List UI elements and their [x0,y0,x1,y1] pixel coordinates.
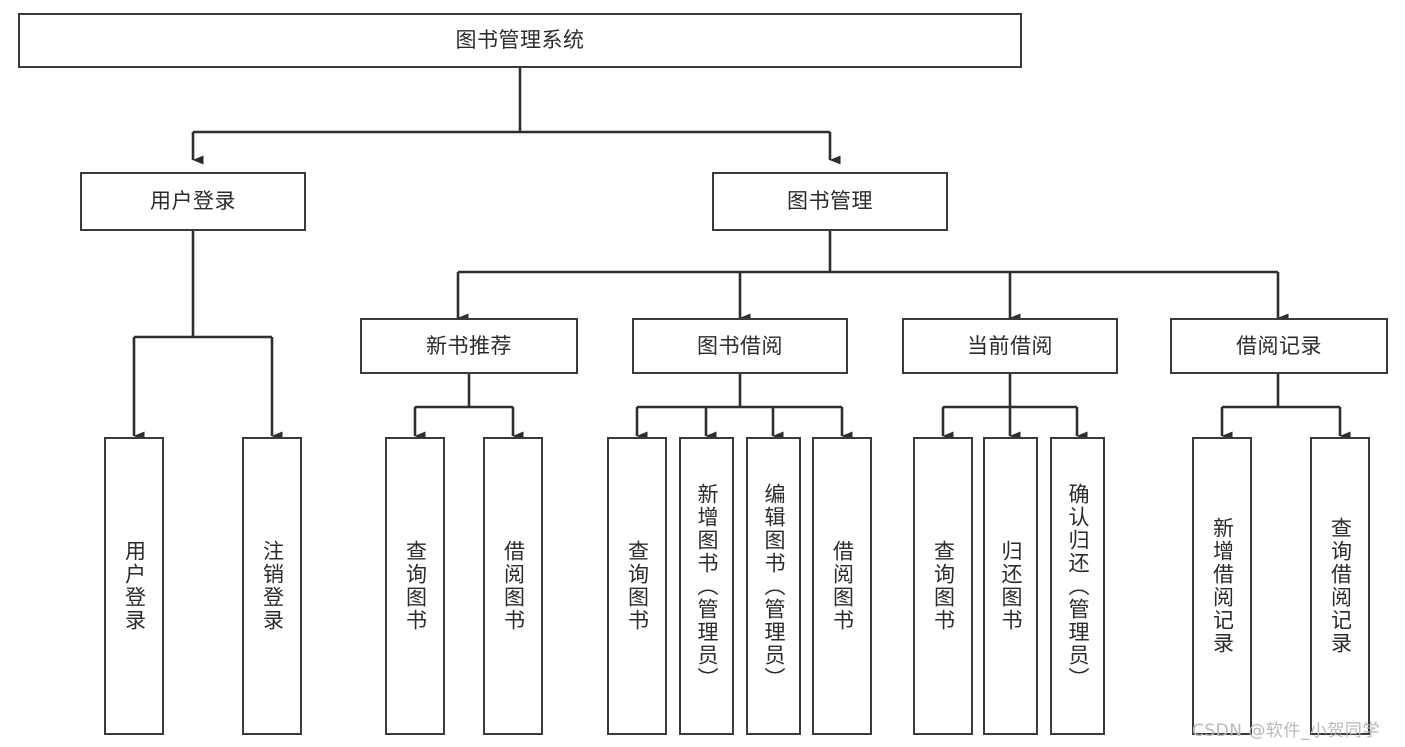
node-label: 借阅图书 [501,540,526,632]
node-label: 查询图书 [625,540,650,632]
node-new-book-recommend[interactable]: 新书推荐 [360,318,578,374]
node-label: 用户登录 [150,189,236,214]
node-label: 查询图书 [403,540,428,632]
node-leaf-user-login[interactable]: 用户登录 [104,437,164,735]
node-book-management[interactable]: 图书管理 [712,172,948,231]
node-leaf-query-book-current[interactable]: 查询图书 [913,437,973,735]
node-label: 用户登录 [122,540,147,632]
node-borrow-record[interactable]: 借阅记录 [1170,318,1388,374]
node-label: 确认归还（管理员） [1066,482,1090,690]
node-label: 新增图书（管理员） [695,482,719,690]
node-label: 图书借阅 [697,333,783,358]
node-label: 当前借阅 [967,333,1053,358]
node-leaf-add-book-admin[interactable]: 新增图书（管理员） [679,437,734,735]
node-label: 图书管理 [787,189,873,214]
node-leaf-query-book-borrow[interactable]: 查询图书 [607,437,667,735]
node-leaf-query-book-recommend[interactable]: 查询图书 [385,437,445,735]
node-label: 注销登录 [260,540,285,632]
node-leaf-logout[interactable]: 注销登录 [242,437,302,735]
node-user-login[interactable]: 用户登录 [80,172,306,231]
node-label: 借阅图书 [830,540,855,632]
node-leaf-return-book[interactable]: 归还图书 [983,437,1038,735]
node-root-book-management-system[interactable]: 图书管理系统 [18,13,1022,68]
csdn-watermark: CSDN @软件_小贺同学 [1192,721,1380,741]
node-label: 查询图书 [931,540,956,632]
node-leaf-query-borrow-record[interactable]: 查询借阅记录 [1310,437,1370,735]
node-label: 归还图书 [999,540,1023,632]
node-leaf-add-borrow-record[interactable]: 新增借阅记录 [1192,437,1252,735]
node-leaf-confirm-return-admin[interactable]: 确认归还（管理员） [1050,437,1105,735]
node-current-borrow[interactable]: 当前借阅 [902,318,1118,374]
node-leaf-edit-book-admin[interactable]: 编辑图书（管理员） [746,437,801,735]
node-leaf-borrow-book[interactable]: 借阅图书 [812,437,872,735]
node-label: 新书推荐 [426,333,512,358]
node-label: 新增借阅记录 [1210,517,1235,655]
node-label: 编辑图书（管理员） [762,482,786,690]
node-leaf-borrow-book-recommend[interactable]: 借阅图书 [483,437,543,735]
node-label: 借阅记录 [1236,333,1322,358]
node-label: 查询借阅记录 [1328,517,1353,655]
node-label: 图书管理系统 [455,28,585,53]
node-book-borrow[interactable]: 图书借阅 [632,318,848,374]
